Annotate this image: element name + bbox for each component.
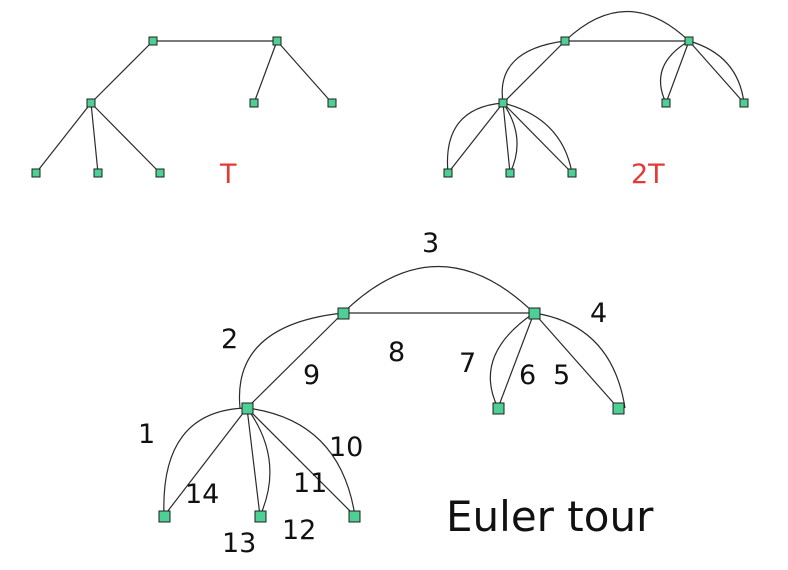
edge-order-label: 10 xyxy=(329,432,363,463)
tree-edge xyxy=(90,102,161,174)
tree-edge xyxy=(276,40,333,104)
edge-order-label: 12 xyxy=(282,515,316,546)
tree-node xyxy=(86,98,96,108)
edge-order-label: 2 xyxy=(221,324,238,355)
doubled-tree-node xyxy=(567,168,577,178)
tree-node xyxy=(31,168,41,178)
doubled-tree-node xyxy=(443,168,453,178)
edge-order-label: 5 xyxy=(553,360,570,391)
euler-edge xyxy=(533,312,626,409)
euler-edge xyxy=(497,312,535,409)
euler-tour: 1 2 3 4 5 6 7 8 9 10 11 12 13 14 Euler t… xyxy=(138,228,654,559)
edge-order-label: 13 xyxy=(222,528,256,559)
euler-edge xyxy=(489,312,535,409)
euler-edge xyxy=(163,407,248,517)
euler-node xyxy=(612,402,625,415)
doubled-tree-node xyxy=(505,168,515,178)
doubled-tree-edge xyxy=(446,102,504,174)
tree-edge xyxy=(35,102,92,174)
tree-edge xyxy=(90,40,154,104)
euler-edge xyxy=(246,407,261,517)
euler-edge xyxy=(238,312,344,409)
euler-node xyxy=(528,307,541,320)
tree-node xyxy=(272,36,282,46)
euler-edge xyxy=(342,265,535,314)
doubled-tree-label: 2T xyxy=(631,159,665,190)
euler-tour-edges xyxy=(163,265,626,517)
edge-order-label: 4 xyxy=(590,298,607,329)
doubled-tree-edge xyxy=(502,102,518,174)
euler-edge-labels: 1 2 3 4 5 6 7 8 9 10 11 12 13 14 xyxy=(138,228,607,559)
euler-edge xyxy=(533,312,619,409)
doubled-tree-edge xyxy=(688,40,745,104)
euler-edge xyxy=(246,407,356,517)
euler-edge xyxy=(246,407,271,517)
tree-t-nodes xyxy=(31,36,337,178)
euler-node xyxy=(492,402,505,415)
edge-order-label: 14 xyxy=(185,479,219,510)
tree-node xyxy=(93,168,103,178)
euler-node xyxy=(158,510,171,523)
tree-t-edges xyxy=(35,40,333,174)
doubled-tree-edge xyxy=(502,102,573,174)
edge-order-label: 9 xyxy=(303,360,320,391)
euler-tour-nodes xyxy=(158,307,625,523)
doubled-tree-node xyxy=(498,98,508,108)
tree-node xyxy=(327,98,337,108)
doubled-tree-edge xyxy=(665,40,690,104)
doubled-tree-edge xyxy=(447,102,504,174)
doubled-tree-edge xyxy=(501,40,566,104)
edge-order-label: 11 xyxy=(293,468,327,499)
tree-node xyxy=(155,168,165,178)
tree-node xyxy=(148,36,158,46)
euler-node xyxy=(241,402,254,415)
doubled-tree-node xyxy=(560,36,570,46)
euler-node xyxy=(337,307,350,320)
tree-t: T xyxy=(31,36,337,190)
euler-node xyxy=(254,510,267,523)
tree-node xyxy=(249,98,259,108)
doubled-tree-edge xyxy=(502,40,566,104)
doubled-tree-node xyxy=(661,98,671,108)
doubled-tree-edges xyxy=(446,11,745,174)
tree-edge xyxy=(90,102,99,174)
euler-edge xyxy=(163,407,248,517)
edge-order-label: 8 xyxy=(388,337,405,368)
doubled-tree-nodes xyxy=(443,36,749,178)
edge-order-label: 7 xyxy=(459,348,476,379)
doubled-tree-edge xyxy=(688,40,745,104)
tree-edge xyxy=(253,40,278,104)
euler-node xyxy=(348,510,361,523)
euler-tour-title: Euler tour xyxy=(446,492,654,541)
doubled-tree-edge xyxy=(502,102,511,174)
doubled-tree-edge xyxy=(659,40,690,104)
doubled-tree-2t: 2T xyxy=(443,11,749,190)
euler-edge xyxy=(246,312,344,409)
doubled-tree-node xyxy=(739,98,749,108)
doubled-tree-node xyxy=(684,36,694,46)
edge-order-label: 6 xyxy=(519,360,536,391)
doubled-tree-edge xyxy=(564,11,690,42)
edge-order-label: 1 xyxy=(138,419,155,450)
doubled-tree-edge xyxy=(502,102,573,174)
edge-order-label: 3 xyxy=(422,228,439,259)
euler-edge xyxy=(246,407,356,517)
tree-label: T xyxy=(219,159,237,190)
